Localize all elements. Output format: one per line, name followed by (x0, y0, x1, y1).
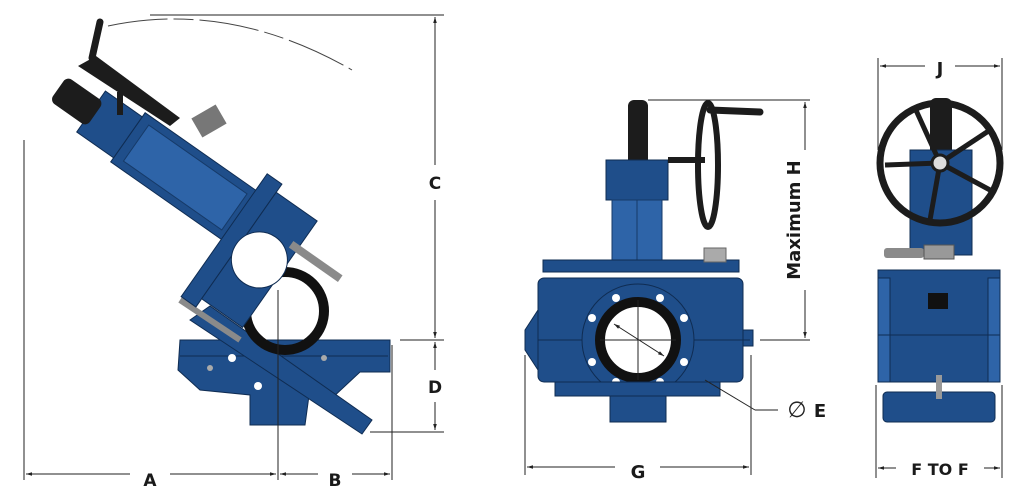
valve-body-end (877, 269, 1001, 383)
end-view: J F TO F (875, 58, 1004, 479)
top-plate (542, 259, 740, 273)
motor-cylinder (52, 78, 102, 125)
dimension-e-label: E (814, 401, 826, 422)
front-view: Maximum H ∅ E G (524, 99, 826, 483)
side-view: A B C D (23, 14, 444, 491)
limit-rod (288, 240, 343, 282)
dimension-a-label: A (143, 471, 157, 491)
dimension-h-label: Maximum H (784, 160, 805, 280)
dimension-c-label: C (429, 174, 441, 194)
handwheel-end (876, 99, 1004, 227)
actuator-assembly (52, 78, 343, 329)
handwheel-front (668, 100, 764, 230)
diameter-arrow (613, 323, 665, 357)
dimension-f-to-f-label: F TO F (911, 460, 969, 479)
dimension-b-label: B (329, 471, 342, 491)
stem-rod (178, 297, 242, 343)
handwheel-side (78, 18, 227, 138)
dimension-j-label: J (935, 59, 944, 80)
dimension-d-label: D (428, 378, 442, 398)
motor-cylinder-front (628, 100, 648, 170)
diameter-symbol: ∅ (787, 398, 806, 423)
dimension-g-label: G (631, 462, 646, 483)
handwheel-swing-arc (107, 18, 353, 71)
